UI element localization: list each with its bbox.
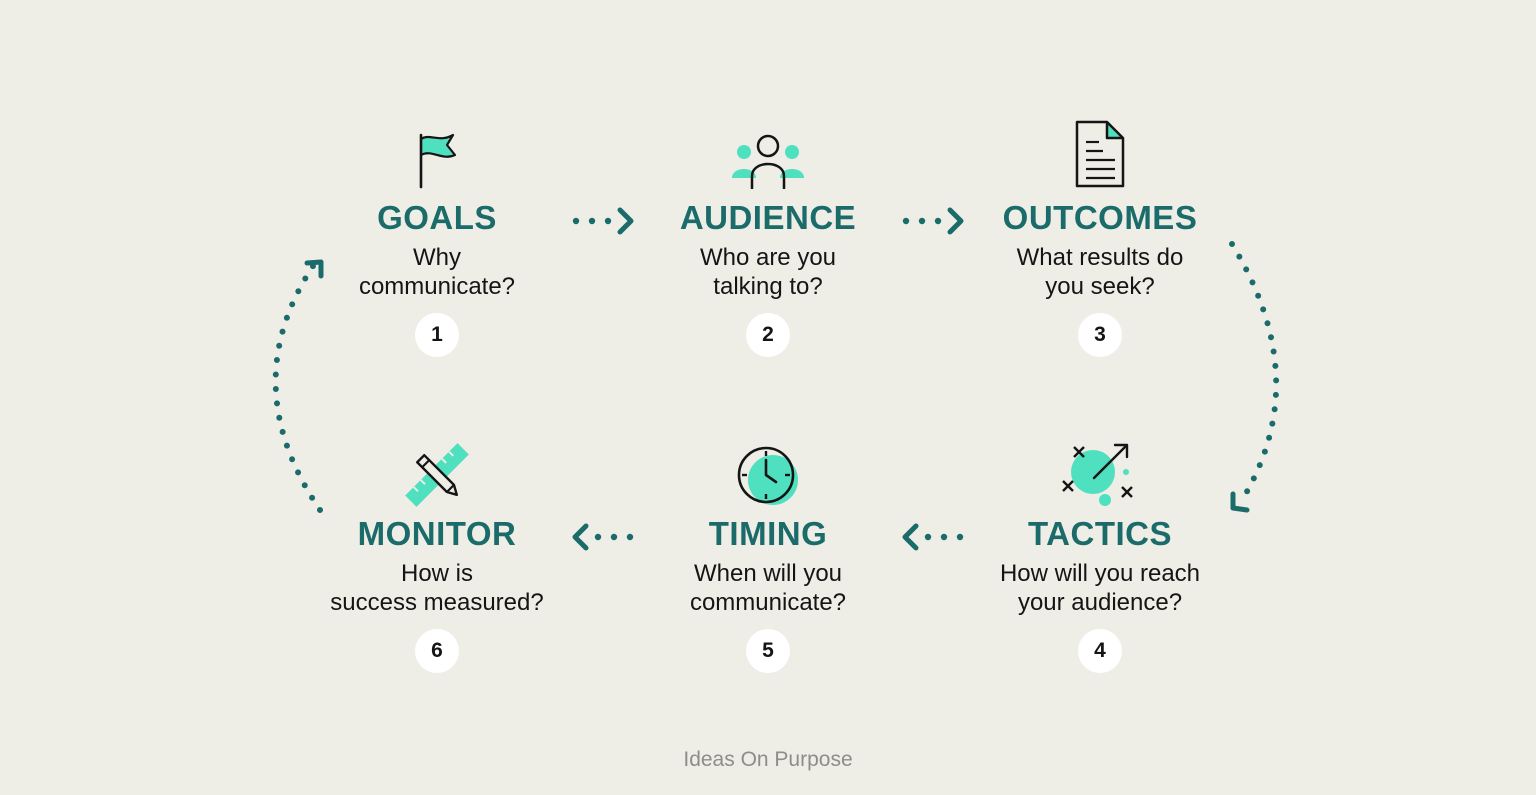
step-question: Who are you talking to? (699, 244, 837, 300)
arrowhead-outcomes-to-tactics (1230, 491, 1250, 513)
people-icon (730, 132, 806, 197)
step-title: TACTICS (1027, 515, 1173, 552)
arrowhead-tactics-to-timing (902, 523, 919, 551)
ruler-pencil-icon (405, 442, 469, 513)
step-title: OUTCOMES (1002, 199, 1198, 236)
step-number-badge: 2 (746, 313, 790, 357)
step-number-badge: 6 (415, 629, 459, 673)
arrowhead-audience-to-outcomes (947, 207, 964, 235)
step-question: What results do you seek? (1016, 244, 1184, 300)
arrowhead-goals-to-audience (617, 207, 634, 235)
flag-icon (415, 130, 459, 195)
step-question: How is success measured? (330, 560, 544, 616)
step-number-badge: 4 (1078, 629, 1122, 673)
arrow-audience-to-outcomes (902, 217, 942, 225)
footer-credit: Ideas On Purpose (683, 748, 853, 771)
step-number-badge: 3 (1078, 313, 1122, 357)
step-title: GOALS (377, 199, 497, 236)
arrow-tactics-to-timing (924, 533, 964, 541)
step-number-badge: 1 (415, 313, 459, 357)
arrow-timing-to-monitor (594, 533, 634, 541)
step-title: TIMING (708, 515, 828, 552)
step-title: AUDIENCE (679, 199, 857, 236)
step-title: MONITOR (357, 515, 517, 552)
strategy-icon (1060, 440, 1140, 515)
arrowhead-timing-to-monitor (572, 523, 589, 551)
arrow-monitor-to-goals (272, 263, 323, 513)
step-question: When will you communicate? (689, 560, 847, 616)
arrowhead-monitor-to-goals (304, 259, 324, 279)
document-icon (1073, 118, 1127, 195)
step-number-badge: 5 (746, 629, 790, 673)
clock-icon (735, 444, 801, 515)
step-question: How will you reach your audience? (999, 560, 1201, 616)
arrow-goals-to-audience (572, 217, 612, 225)
step-question: Why communicate? (358, 244, 516, 300)
